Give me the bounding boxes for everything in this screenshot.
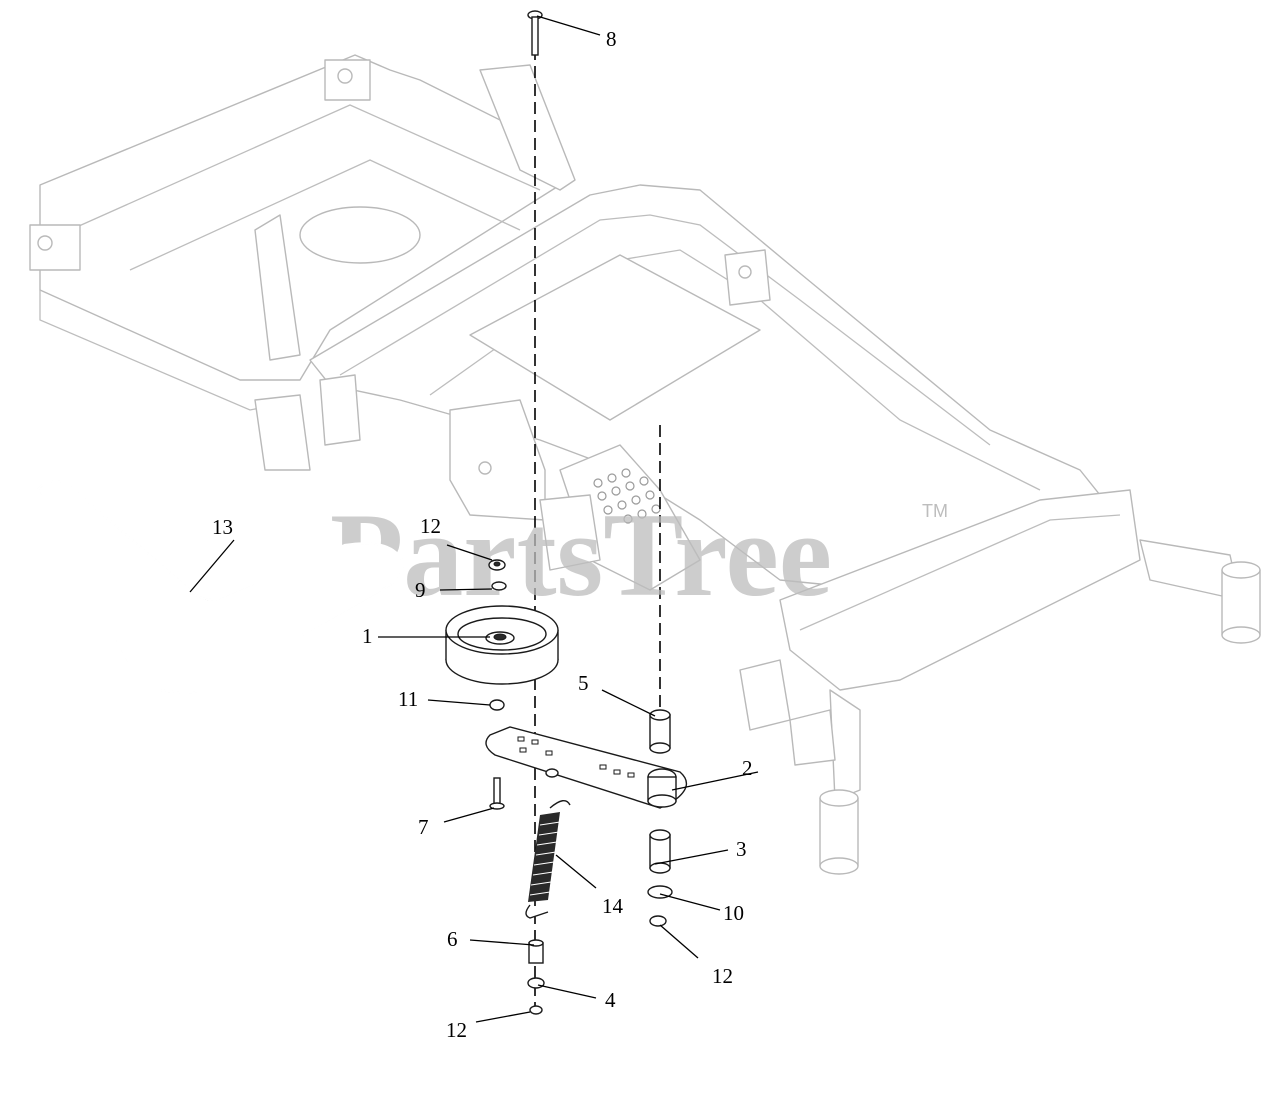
callout-2: 2 [742, 756, 753, 780]
callout-1: 1 [362, 624, 373, 648]
callout-8: 8 [606, 27, 617, 51]
callout-13: 12 [712, 964, 733, 988]
spring-15 [525, 800, 571, 919]
callout-4: 4 [605, 988, 616, 1012]
callout-14: 13 [212, 515, 233, 539]
callout-12-bottom: 12 [446, 1018, 467, 1042]
washer-4 [527, 977, 545, 989]
chassis-frame [29, 54, 1261, 875]
callout-11: 11 [398, 687, 418, 711]
bushing-3 [649, 829, 671, 874]
watermark: PartsTree [330, 488, 832, 621]
callout-9: 9 [415, 578, 426, 602]
trademark: TM [922, 501, 948, 521]
nut-13 [649, 915, 667, 927]
washer-9 [491, 581, 507, 591]
callout-3: 3 [736, 837, 747, 861]
spacer-11 [489, 699, 505, 711]
bushing-5 [649, 709, 671, 754]
callout-10: 10 [723, 901, 744, 925]
pin-8 [527, 10, 543, 56]
callout-15: 14 [602, 894, 624, 918]
callout-7: 7 [418, 815, 429, 839]
bolt-7 [489, 777, 505, 810]
nut-12-top [488, 559, 506, 571]
nut-12-bottom [529, 1005, 543, 1015]
callout-12-top: 12 [420, 514, 441, 538]
callout-5: 5 [578, 671, 589, 695]
idler-pulley [445, 605, 559, 685]
callouts: 8 13 12 9 1 5 11 2 7 3 14 10 6 12 4 12 [212, 27, 753, 1042]
callout-6: 6 [447, 927, 458, 951]
belt [36, 479, 404, 694]
spacer-6 [528, 939, 544, 964]
leader-lines [189, 15, 759, 1023]
